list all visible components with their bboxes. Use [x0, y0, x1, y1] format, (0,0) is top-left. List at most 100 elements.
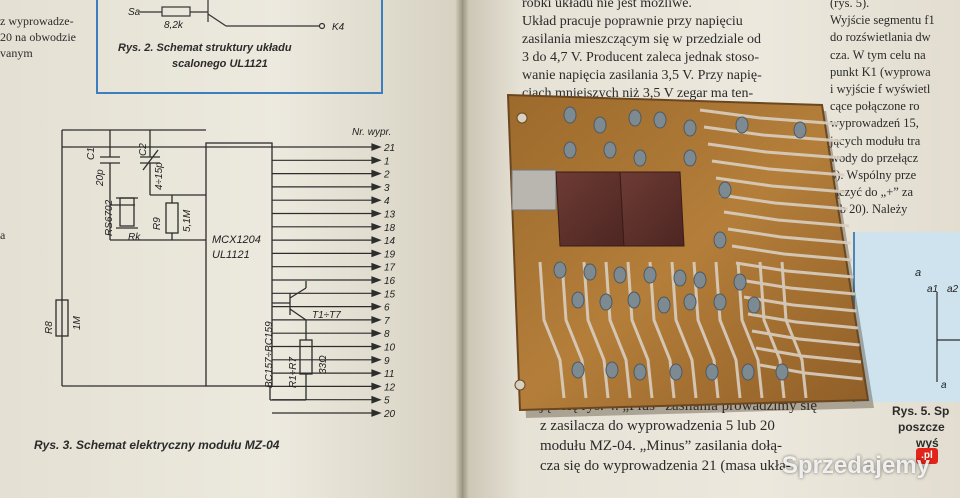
solder-joint [683, 293, 697, 311]
pcb-trace [735, 261, 854, 279]
right-col2-line-2: do rozświetlania dw [830, 30, 931, 45]
right-top-line-0: róbki układu nie jest możliwe. [522, 0, 692, 11]
right-col2-line-9: wody do przełącz [830, 150, 919, 165]
fig3-r9v: 5,1M [182, 209, 193, 232]
mount-hole-top [516, 112, 528, 124]
pcb-trace [604, 261, 632, 399]
watermark-logo: Sprzedajemy [781, 452, 930, 479]
fig5-panel: a a1 a2 a [853, 232, 960, 402]
fig3-rv: 33Ω [318, 355, 329, 374]
pcb-trace [739, 278, 856, 296]
right-top-line-1: Układ pracuje poprawnie przy napięciu [522, 14, 743, 29]
solder-joint [633, 363, 647, 381]
pin-arrow [371, 409, 382, 417]
fig3-r9: R9 [152, 217, 163, 230]
pcb-trace [723, 210, 850, 228]
pin-arrow [371, 196, 382, 205]
pin-arrow [371, 342, 382, 351]
mount-hole-bottom [514, 379, 526, 391]
right-col2-line-3: cza. W tym celu na [830, 47, 926, 62]
pin-arrow [371, 329, 382, 338]
pcb-board [506, 93, 870, 412]
pcb-trace [703, 125, 842, 143]
fig3-r8v: 1M [72, 315, 83, 330]
pin-number: 4 [384, 196, 390, 207]
solder-joint [563, 141, 577, 159]
pin-number: 7 [384, 316, 390, 327]
left-book-page [0, 0, 462, 498]
pcb-trace [715, 176, 847, 194]
fig3-r: R1÷R7 [288, 357, 299, 388]
fig3-ic2: UL1121 [212, 249, 250, 261]
solder-joint [613, 266, 627, 284]
fig3-t: T1÷T7 [312, 310, 341, 321]
margin-text-2: 20 na obwodzie [0, 30, 76, 44]
margin-text-1: z wyprowadze- [0, 14, 74, 28]
fig3-caption: Rys. 3. Schemat elektryczny modułu MZ-04 [34, 438, 280, 452]
pin-number: 10 [384, 343, 396, 354]
fig2-label-k4: K4 [332, 22, 345, 33]
pcb-traces [538, 108, 863, 399]
right-bottom-line-3: cza się do wyprowadzenia 21 (masa ukła- [540, 458, 791, 474]
pin-number: 17 [384, 263, 396, 274]
right-bottom-line-1: z zasilacza do wyprowadzenia 5 lub 20 [540, 418, 775, 434]
pcb-trace [707, 142, 844, 160]
right-bottom-line-2: modułu MZ-04. „Minus” zasilania dołą- [540, 438, 783, 454]
pcb-trace [743, 295, 857, 313]
fig3-c2: C2 [138, 143, 149, 156]
pin-arrow [371, 395, 382, 404]
solder-joint [593, 116, 607, 134]
fig3-pin-lines [62, 143, 382, 417]
right-col2-line-0: (rys. 5). [830, 0, 870, 10]
solder-joint [741, 363, 755, 381]
pin-number: 19 [384, 249, 396, 260]
solder-joint [705, 363, 719, 381]
solder-joint [633, 149, 647, 167]
pin-number: 2 [383, 170, 390, 181]
solder-joint [693, 271, 707, 289]
fig2-schematic [140, 0, 326, 30]
pin-arrow [371, 262, 382, 271]
pin-arrow [371, 156, 382, 165]
fig3-xtal: RS6702 [104, 199, 115, 236]
pcb-trace [780, 261, 808, 399]
pin-number: 20 [383, 409, 396, 420]
solder-joint [775, 363, 789, 381]
fig3-c1v: 20p [95, 169, 106, 187]
solder-joint [673, 269, 687, 287]
fig3-schematic [55, 129, 313, 401]
solder-joint [603, 141, 617, 159]
pin-arrow [371, 382, 382, 391]
solder-joint [669, 363, 683, 381]
solder-joint [643, 266, 657, 284]
fig3-ic1: MCX1204 [212, 234, 261, 246]
solder-joints [553, 106, 807, 381]
solder-joint [713, 231, 727, 249]
right-col2-line-5: i wyjście f wyświetl [830, 82, 931, 96]
pin-arrow [371, 183, 382, 191]
solder-joint [571, 361, 585, 379]
pin-arrow [371, 236, 382, 244]
pin-number: 16 [384, 276, 396, 287]
pcb-trace [648, 261, 676, 399]
solder-joint [683, 119, 697, 137]
pin-number: 3 [384, 183, 390, 194]
pcb-trace [560, 261, 588, 399]
fig2-label-r: 8,2k [164, 20, 184, 31]
pin-arrow [371, 276, 382, 284]
fig2-caption-line2: scalonego UL1121 [172, 58, 268, 70]
solder-joint [583, 263, 597, 281]
right-top-line-4: wanie napięcia zasilania 3,5 V. Przy nap… [522, 68, 762, 83]
pcb-trace [538, 261, 566, 399]
right-col2-line-8: jących modułu tra [830, 133, 921, 148]
watermark-badge: .pl [916, 448, 938, 464]
pin-number: 18 [384, 223, 396, 234]
book-gutter [455, 0, 469, 498]
fig2-caption-line1: Rys. 2. Schemat struktury układu [118, 42, 292, 54]
pin-arrow [371, 302, 382, 311]
solder-joint [653, 111, 667, 129]
pcb-trace [736, 261, 764, 399]
pin-arrow [371, 355, 382, 364]
solder-joint [733, 273, 747, 291]
